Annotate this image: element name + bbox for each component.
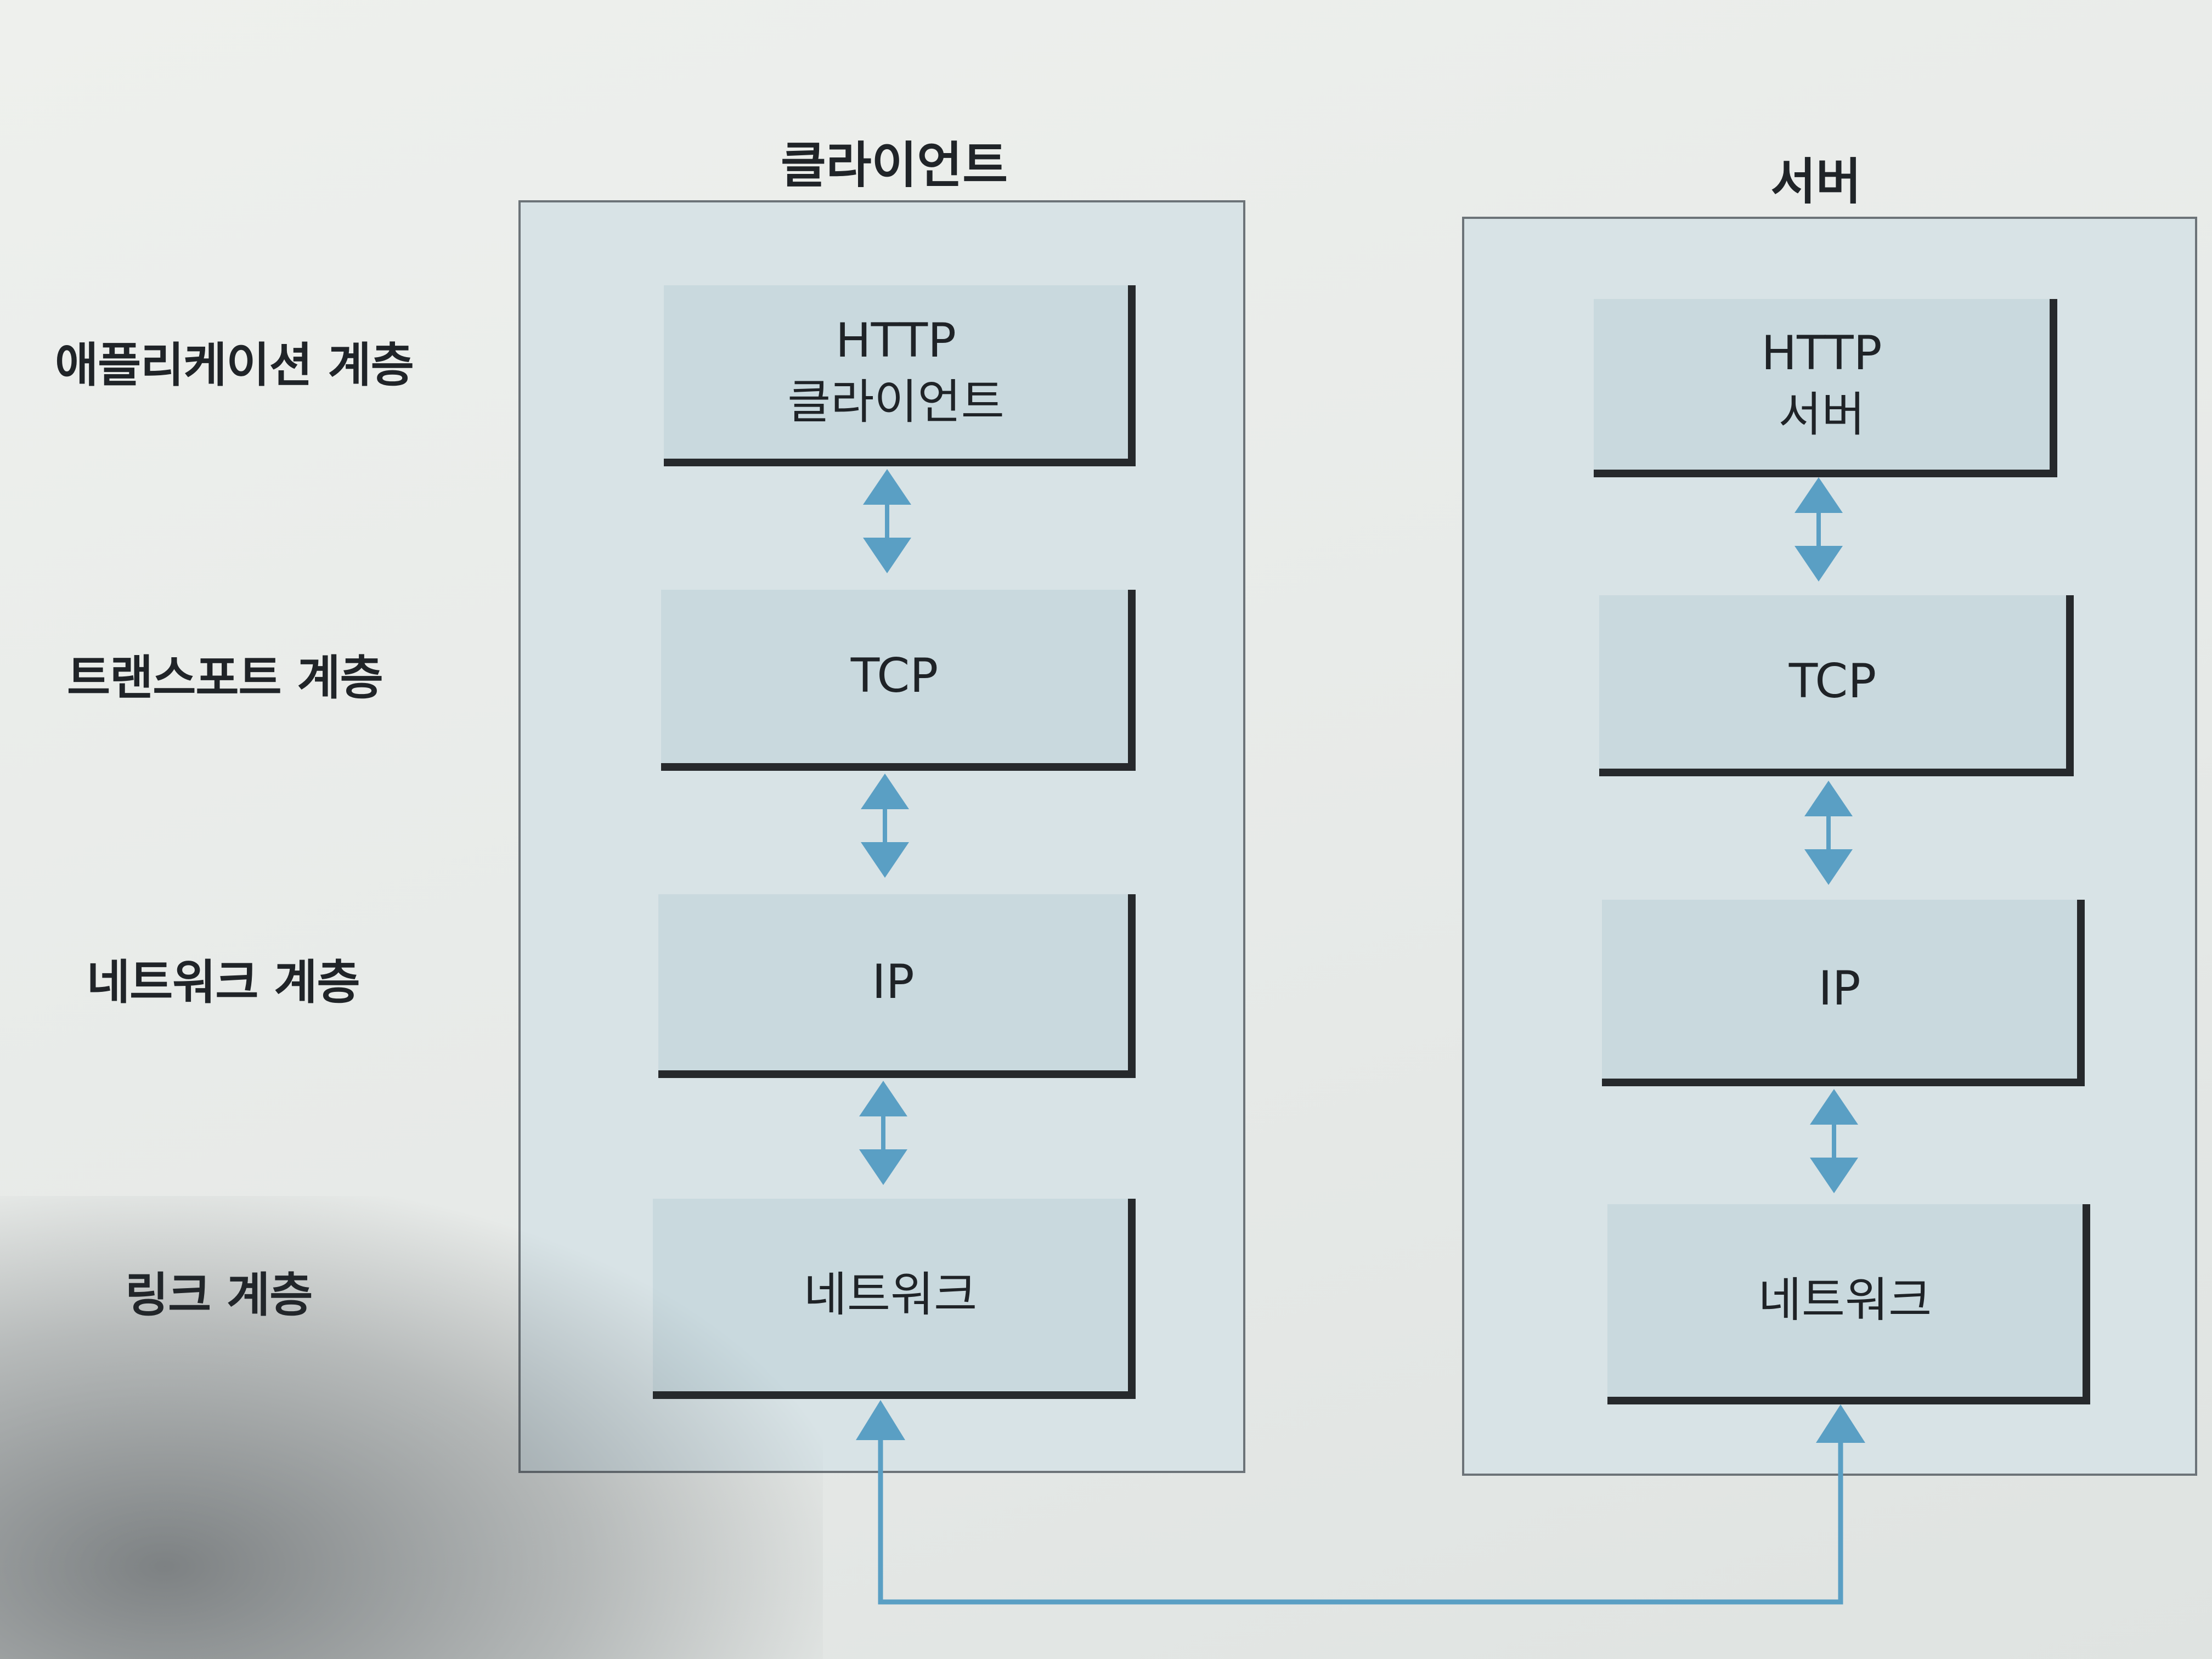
client-http-box: HTTP 클라이언트 [664,285,1136,466]
client-ip-label: IP [872,954,915,1009]
client-network-box: 네트워크 [653,1199,1136,1399]
server-tcp-label: TCP [1788,654,1877,709]
server-ip-label: IP [1818,961,1861,1017]
server-ip-box: IP [1602,900,2085,1086]
client-http-sub-label: 클라이언트 [787,375,1005,430]
server-network-label: 네트워크 [1758,1272,1932,1328]
server-http-box: HTTP 서버 [1594,299,2057,477]
server-title: 서버 [1770,153,1861,211]
client-tcp-box: TCP [661,590,1136,771]
link-layer-label: 링크 계층 [125,1268,313,1323]
network-layer-label: 네트워크 계층 [87,955,360,1010]
server-tcp-box: TCP [1599,595,2074,776]
client-tcp-label: TCP [850,648,939,704]
server-http-label: HTTP [1761,325,1882,381]
server-http-sub-label: 서버 [1778,387,1865,442]
client-network-label: 네트워크 [803,1267,978,1322]
client-title: 클라이언트 [781,137,1008,194]
server-network-box: 네트워크 [1607,1204,2090,1404]
transport-layer-label: 트랜스포트 계층 [67,651,383,706]
client-ip-box: IP [658,894,1136,1078]
client-http-label: HTTP [835,313,957,369]
application-layer-label: 애플리케이션 계층 [55,338,414,393]
